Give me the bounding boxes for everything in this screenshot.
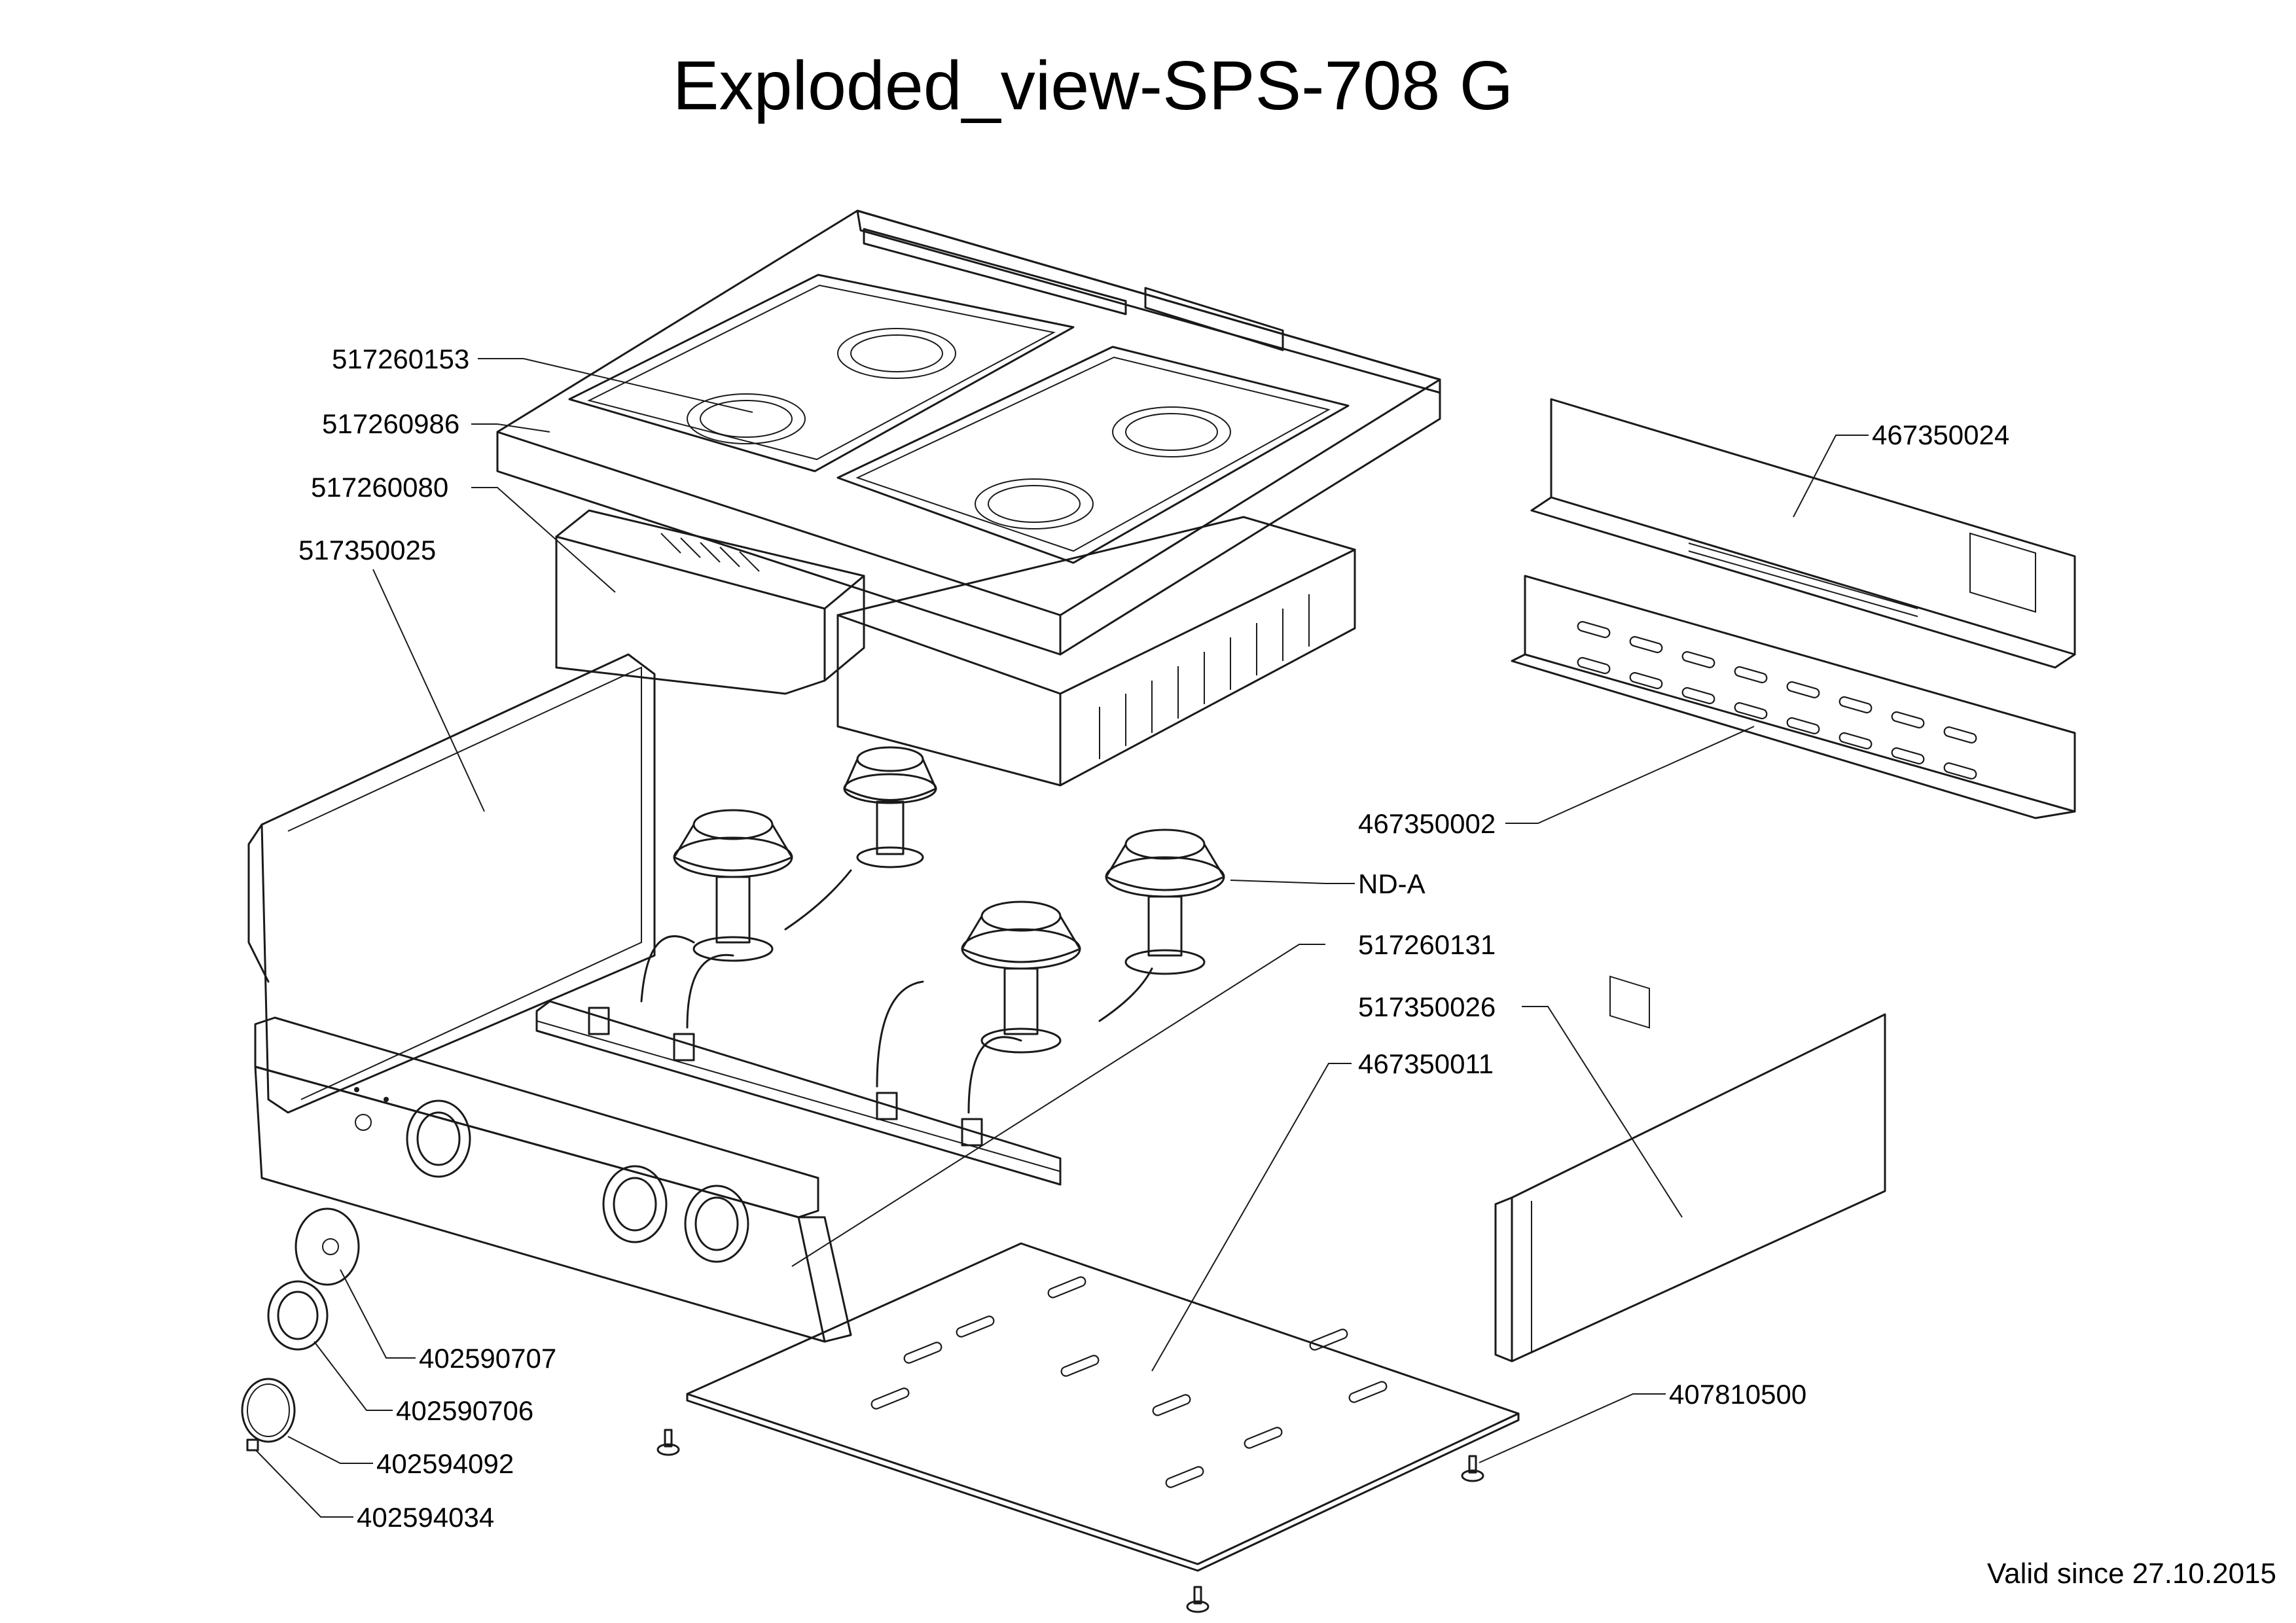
callout-517260153: 517260153 [332,344,470,374]
back-panel-lower [1511,575,2076,819]
front-panel [254,1016,852,1343]
callout-467350002: 467350002 [1358,808,1496,839]
burner-4 [961,901,1081,1054]
burner-box-left [555,509,865,695]
callout-nd-a: ND-A [1358,868,1426,899]
gas-manifold [535,869,1153,1186]
front-knob-3 [684,1185,749,1263]
leader-lines [255,358,1869,1518]
callout-402590706: 402590706 [396,1395,534,1426]
callout-467350011: 467350011 [1358,1048,1494,1079]
foot-1 [656,1429,680,1456]
knob-bezel [295,1207,360,1286]
callout-402594092: 402594092 [376,1448,514,1479]
callout-467350024: 467350024 [1872,419,2010,450]
foot-3 [1186,1586,1210,1613]
diagram-title: Exploded_view-SPS-708 G [672,47,1514,124]
back-panel-upper [1530,398,2076,1029]
burner-box-right [836,516,1356,787]
front-knob-1 [406,1099,471,1178]
burner-2 [673,809,793,962]
callout-407810500: 407810500 [1669,1379,1807,1410]
basin-left [568,274,1075,473]
side-panel-right [1494,1013,1886,1363]
knob-screw [246,1438,259,1452]
callout-402594034: 402594034 [357,1502,495,1533]
burner-3 [1105,829,1225,975]
knob-ring [241,1378,296,1443]
knob [267,1280,329,1351]
callout-517350026: 517350026 [1358,991,1496,1022]
burner-1 [843,746,937,868]
callout-402590707: 402590707 [419,1343,557,1374]
validity-note: Valid since 27.10.2015 [1987,1558,2276,1590]
callout-517260080: 517260080 [311,472,449,503]
side-panel-left [247,653,656,1114]
callout-517350025: 517350025 [298,535,437,565]
bottom-plate [686,1242,1520,1572]
foot-2 [1461,1455,1484,1482]
front-knob-2 [602,1165,668,1243]
callout-517260131: 517260131 [1358,929,1496,960]
callout-517260986: 517260986 [322,408,460,439]
top-plate [496,209,1441,656]
basin-right [836,346,1350,564]
